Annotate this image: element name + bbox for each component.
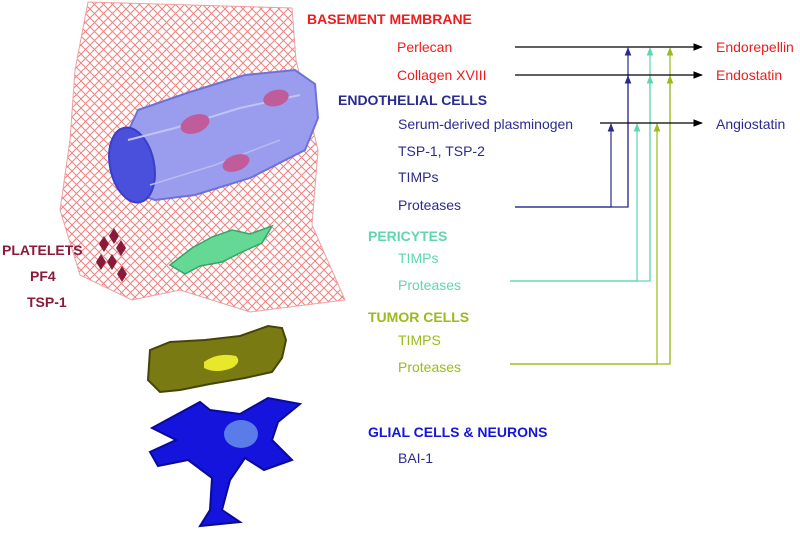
- angiostatin-label: Angiostatin: [716, 116, 786, 132]
- pf4-label: PF4: [30, 268, 56, 284]
- endothelial-timps-label: TIMPs: [398, 169, 439, 185]
- perlecan-label: Perlecan: [397, 39, 453, 55]
- collagen-xviii-label: Collagen XVIII: [397, 67, 487, 83]
- pericytes-proteases-label: Proteases: [398, 277, 462, 293]
- bai1-label: BAI-1: [398, 450, 434, 466]
- glial-cells-title: GLIAL CELLS & NEURONS: [368, 424, 548, 440]
- platelets-tsp1-label: TSP-1: [27, 294, 67, 310]
- basement-membrane-title: BASEMENT MEMBRANE: [307, 11, 472, 27]
- endothelial-cells-title: ENDOTHELIAL CELLS: [338, 92, 488, 108]
- endorepellin-label: Endorepellin: [716, 39, 794, 55]
- tsp-label: TSP-1, TSP-2: [398, 143, 485, 159]
- endostatin-label: Endostatin: [716, 67, 783, 83]
- tumor-timps-label: TIMPS: [398, 332, 441, 348]
- connector-lines: [510, 47, 674, 365]
- product-arrows: [515, 43, 703, 127]
- pericytes-timps-label: TIMPs: [398, 250, 439, 266]
- platelets-icon: [96, 228, 127, 282]
- pericyte-illustration-icon: [168, 224, 274, 275]
- endothelial-proteases-label: Proteases: [398, 197, 462, 213]
- plasminogen-label: Serum-derived plasminogen: [398, 116, 574, 132]
- pericytes-title: PERICYTES: [368, 228, 448, 244]
- tumor-cell-illustration-icon: [146, 324, 288, 394]
- tumor-proteases-label: Proteases: [398, 359, 462, 375]
- vessel-illustration-icon: [108, 68, 320, 204]
- tumor-cells-title: TUMOR CELLS: [368, 309, 470, 325]
- glial-cell-illustration-icon: [148, 396, 303, 528]
- platelets-title: PLATELETS: [2, 242, 83, 258]
